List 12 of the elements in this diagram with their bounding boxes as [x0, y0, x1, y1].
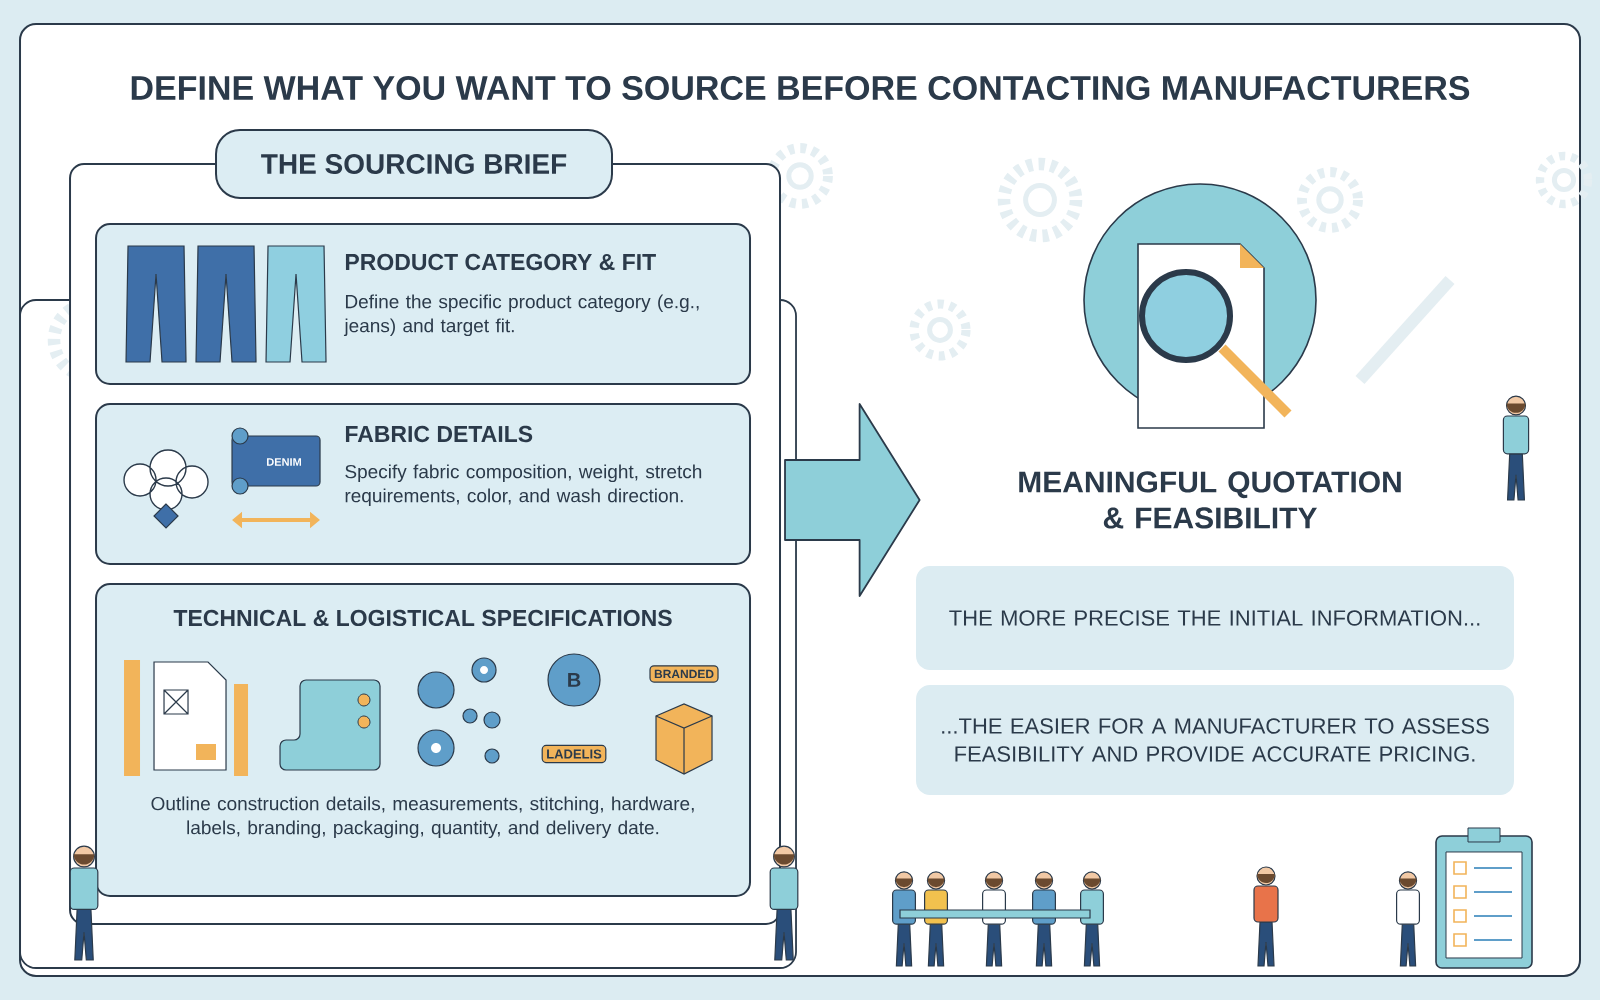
card-text: Define the specific product category (e.g., jeans) and target fit. — [343, 294, 699, 337]
card-text: Specify fabric composition, weight, stretch requirements, color, and wash direction. — [345, 464, 702, 507]
result-heading: MEANINGFUL QUOTATION & FEASIBILITY — [1019, 471, 1401, 529]
panel-title-tab: THE SOURCING BRIEF — [215, 129, 613, 199]
arrow — [784, 403, 921, 597]
card-text: Outline construction details, measurements, stitching, hardware, labels, branding, packaging, quantity, and delivery date. — [151, 796, 694, 839]
statement-box: THE MORE PRECISE THE INITIAL INFORMATION... — [916, 566, 1514, 670]
card-heading: TECHNICAL & LOGISTICAL SPECIFICATIONS — [173, 609, 672, 627]
card-heading: PRODUCT CATEGORY & FIT — [345, 253, 656, 271]
title: DEFINE WHAT YOU WANT TO SOURCE BEFORE CONTACTING MANUFACTURERS — [131, 75, 1470, 101]
statement-box: ...THE EASIER FOR A MANUFACTURER TO ASSESS FEASIBILITY AND PROVIDE ACCURATE PRICING. — [916, 685, 1514, 795]
card-heading: FABRIC DETAILS — [345, 425, 533, 443]
